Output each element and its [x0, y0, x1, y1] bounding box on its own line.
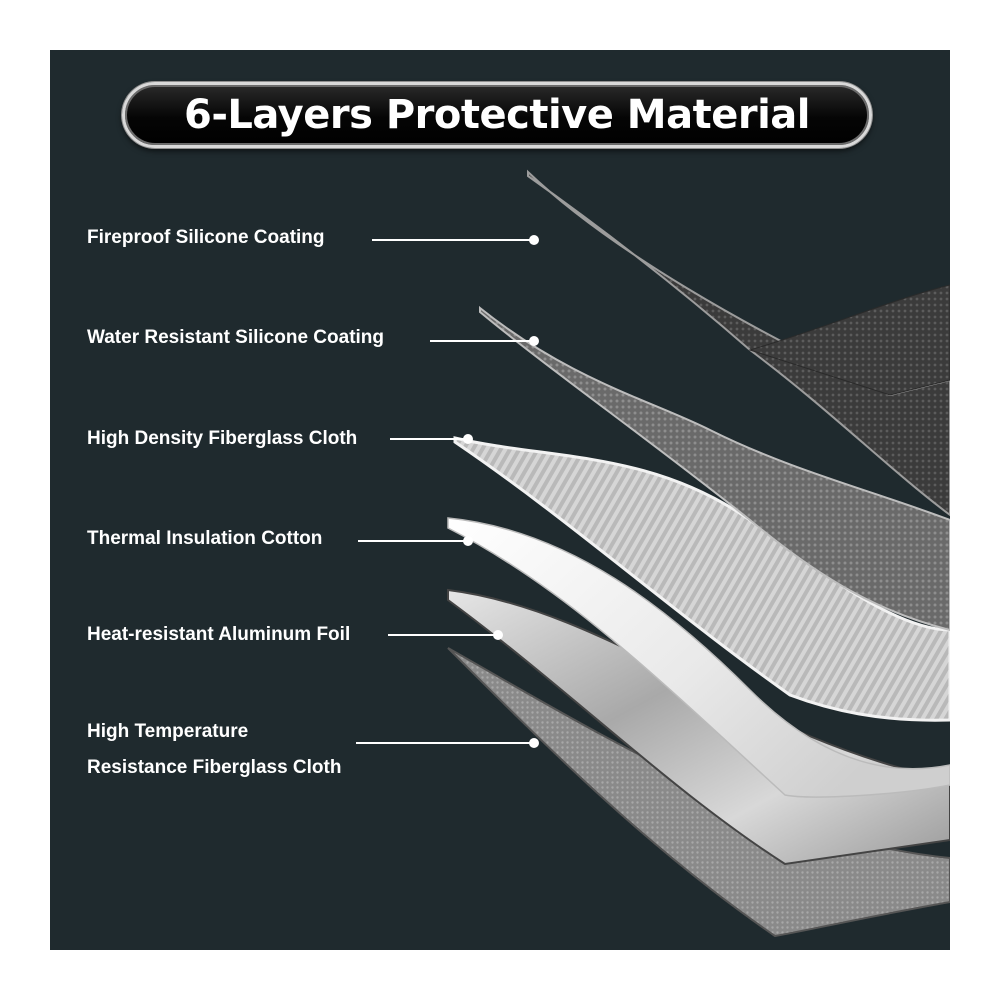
layer-label-high-density-fiberglass: High Density Fiberglass Cloth	[87, 428, 358, 449]
layer-label-aluminum-foil: Heat-resistant Aluminum Foil	[87, 624, 351, 645]
leader-dot-1	[529, 235, 539, 245]
leader-dot-6	[529, 738, 539, 748]
layer-4-sheet	[447, 517, 950, 798]
layer-2-sheet	[479, 305, 950, 632]
leader-dot-5	[493, 630, 503, 640]
leader-dot-4	[463, 536, 473, 546]
layer-label-high-temperature-line1: High Temperature	[87, 721, 249, 742]
layer-label-thermal-insulation: Thermal Insulation Cotton	[87, 528, 323, 549]
leader-dot-2	[529, 336, 539, 346]
product-panel: 6-Layers Protective Material Fireproof S…	[50, 50, 950, 950]
layer-label-high-temperature-line2: Resistance Fiberglass Cloth	[87, 757, 342, 778]
layer-1-sheet	[527, 169, 950, 517]
title-banner: 6-Layers Protective Material	[122, 82, 872, 148]
layer-3-sheet	[453, 436, 950, 722]
layers-illustration	[356, 169, 950, 938]
layer-label-water-resistant-silicone: Water Resistant Silicone Coating	[87, 327, 385, 348]
layer-1-backing	[748, 284, 950, 396]
layer-label-fireproof-silicone: Fireproof Silicone Coating	[87, 227, 325, 248]
leader-dot-3	[463, 434, 473, 444]
page-title: 6-Layers Protective Material	[184, 92, 810, 138]
